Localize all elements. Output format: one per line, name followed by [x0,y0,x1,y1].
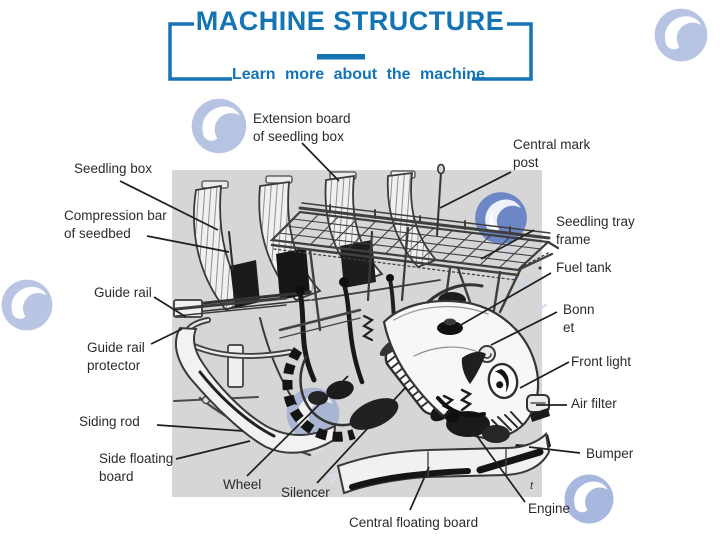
engine-part [436,388,510,443]
svg-text:t: t [530,480,534,492]
leader-seedling-tray-frame [480,229,535,260]
machine-illustration: t [173,163,560,495]
wheel-part [282,347,399,442]
leader-bumper [528,446,581,454]
bonnet-part [382,264,550,440]
side-vent [461,351,486,384]
label-guide-rail-protector: Guide rail protector [87,340,145,373]
label-siding-rod: Siding rod [79,414,140,429]
leader-guide-rail [153,296,187,318]
label-central-mark-post: Central mark post [513,137,591,170]
label-wheel: Wheel [223,477,262,492]
leader-silencer [316,386,407,484]
leader-siding-rod [156,424,244,432]
leader-central-floating-board [409,466,430,511]
leader-front-light [519,361,570,389]
label-bonnet: Bonn et [563,302,595,335]
label-seedling-box: Seedling box [74,161,153,176]
leader-extension-board [301,142,340,182]
label-silencer: Silencer [281,485,330,500]
leader-side-floating-board [175,440,251,460]
label-front-light: Front light [571,354,632,369]
leader-guide-rail-protector [150,328,183,345]
leader-lines [119,142,581,511]
page-title: MACHINE STRUCTURE [195,6,505,36]
fuel-tank-cap [437,321,463,335]
leader-engine [473,431,526,503]
front-light-part [487,362,519,400]
label-guide-rail: Guide rail [94,285,152,300]
header-brackets [168,22,533,81]
leader-bonnet [490,311,558,346]
label-fuel-tank: Fuel tank [556,260,612,275]
leader-seedling-box [119,180,219,231]
central-floating-board-part [336,431,551,495]
label-extension-board: Extension board of seedling box [253,111,351,144]
leader-compression-bar [146,235,230,253]
label-seedling-tray-frame: Seedling tray frame [556,214,635,247]
label-central-floating-board: Central floating board [349,515,479,530]
central-mark-post-part [436,163,445,236]
label-compression-bar: Compression bar of seedbed [64,208,167,241]
title-underline-dash [317,54,365,60]
label-engine: Engine [528,501,571,516]
leader-fuel-tank [458,272,552,327]
leader-central-mark-post [439,171,512,209]
label-air-filter: Air filter [571,396,617,411]
leader-wheel [246,375,349,477]
label-side-floating-board: Side floating board [99,451,174,484]
label-bumper: Bumper [586,446,634,461]
page-subtitle: Learn more about the machine [232,66,485,83]
